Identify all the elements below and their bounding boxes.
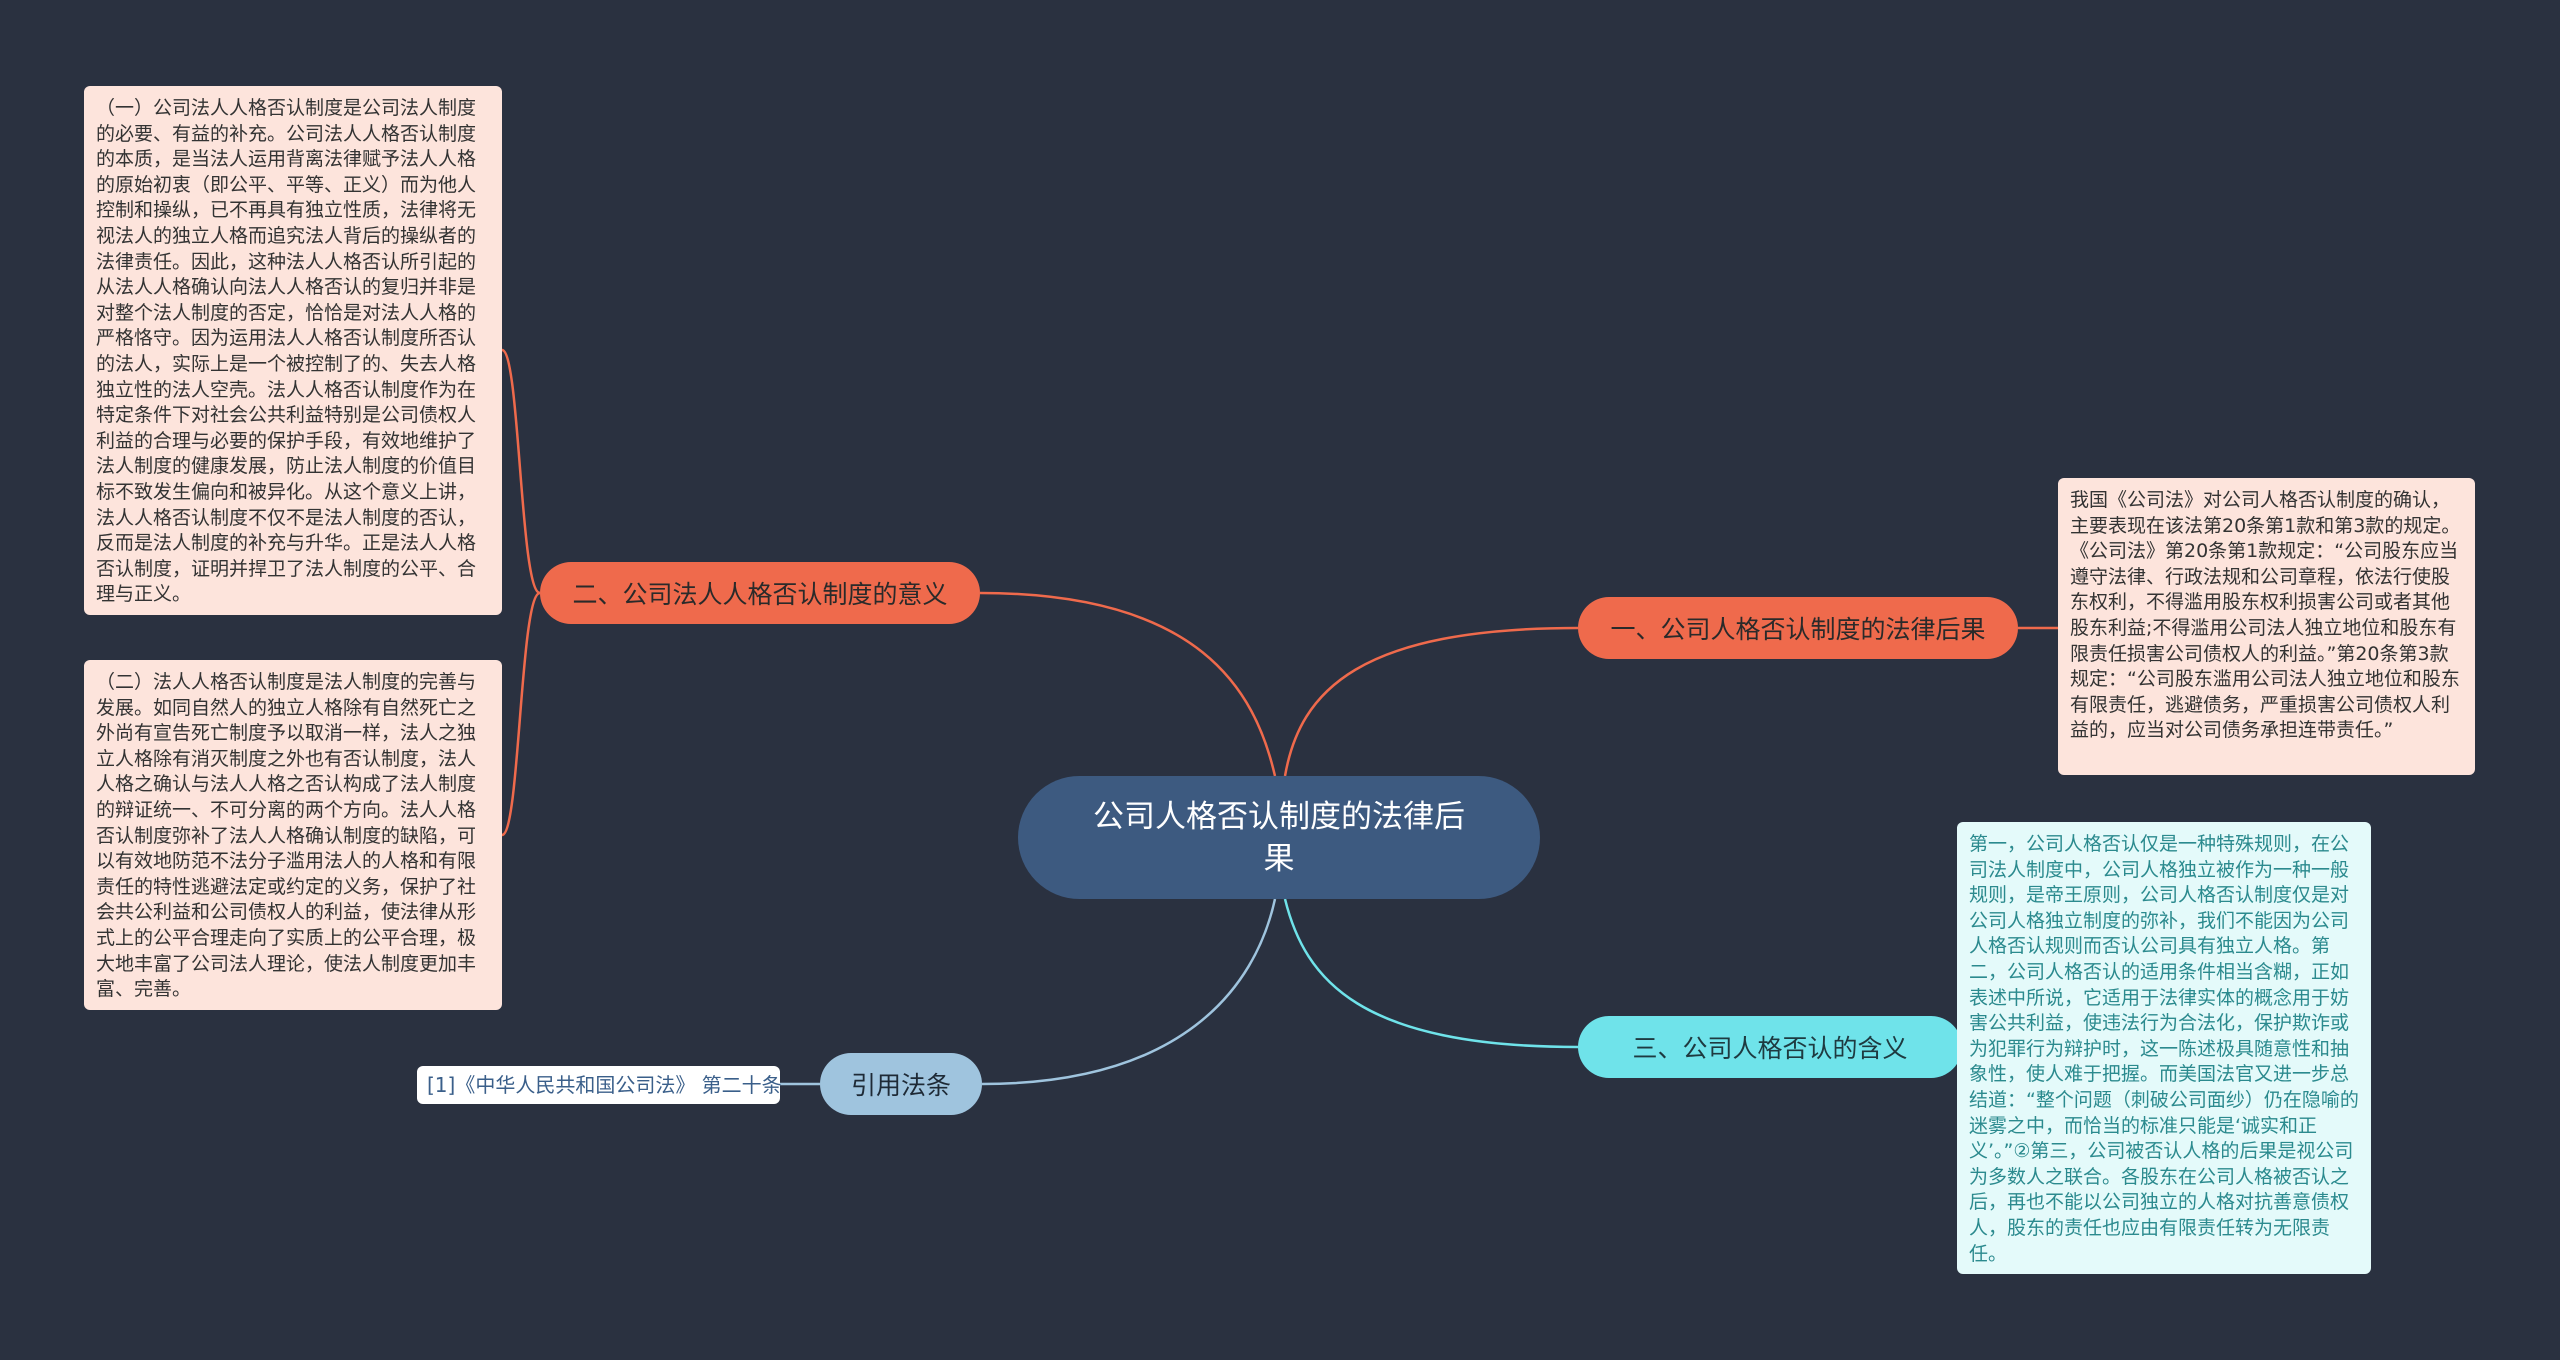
note-meaning[interactable]: 第一，公司人格否认仅是一种特殊规则，在公司法人制度中，公司人格独立被作为一种一般… bbox=[1957, 822, 2371, 1274]
note-significance-2[interactable]: （二）法人人格否认制度是法人制度的完善与发展。如同自然人的独立人格除有自然死亡之… bbox=[84, 660, 502, 1010]
note-significance-1[interactable]: （一）公司法人人格否认制度是公司法人制度的必要、有益的补充。公司法人人格否认制度… bbox=[84, 86, 502, 615]
link-b2-n3 bbox=[500, 591, 541, 837]
link-b2-n2 bbox=[500, 348, 541, 595]
note-cited-law[interactable]: [1]《中华人民共和国公司法》 第二十条 bbox=[417, 1066, 782, 1104]
link-center-b1 bbox=[1283, 626, 1579, 777]
link-center-b4 bbox=[981, 898, 1277, 1086]
central-topic-label: 公司人格否认制度的法律后果 bbox=[1093, 798, 1465, 877]
link-center-b3 bbox=[1283, 898, 1579, 1049]
branch-legal-consequences[interactable]: 一、公司人格否认制度的法律后果 bbox=[1578, 597, 2018, 659]
branch-significance[interactable]: 二、公司法人人格否认制度的意义 bbox=[540, 562, 980, 624]
branch-label: 一、公司人格否认制度的法律后果 bbox=[1610, 615, 1986, 644]
branch-label: 二、公司法人人格否认制度的意义 bbox=[572, 580, 948, 609]
branch-meaning[interactable]: 三、公司人格否认的含义 bbox=[1578, 1016, 1962, 1078]
note-legal-consequences[interactable]: 我国《公司法》对公司人格否认制度的确认，主要表现在该法第20条第1款和第3款的规… bbox=[2058, 478, 2475, 775]
branch-label: 引用法条 bbox=[850, 1071, 951, 1100]
central-topic[interactable]: 公司人格否认制度的法律后果 bbox=[1018, 776, 1540, 899]
branch-cited-law[interactable]: 引用法条 bbox=[820, 1053, 982, 1115]
link-center-b2 bbox=[979, 591, 1277, 777]
branch-label: 三、公司人格否认的含义 bbox=[1632, 1034, 1908, 1063]
